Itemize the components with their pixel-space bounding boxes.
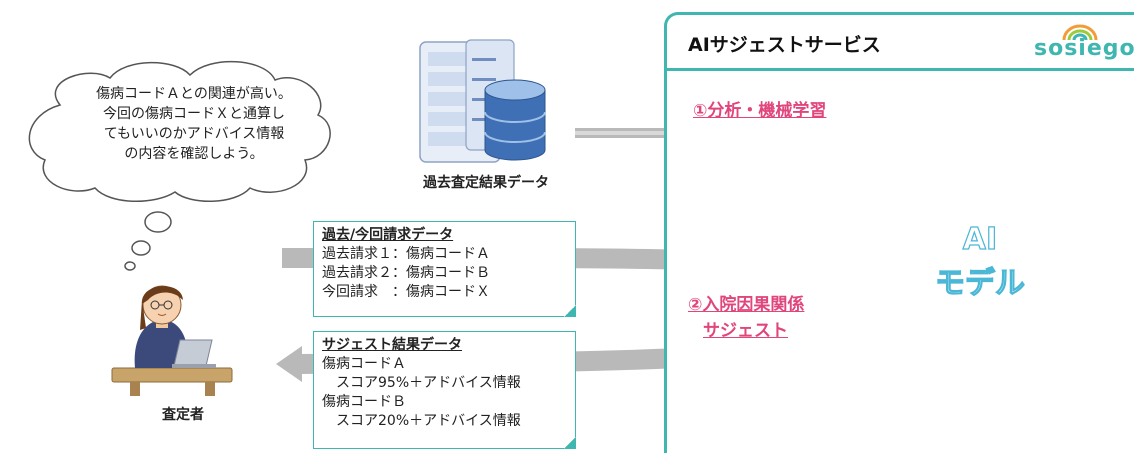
ai-service-header bbox=[667, 15, 1134, 71]
service-title: AIサジェストサービス bbox=[688, 34, 881, 56]
note-fold-icon bbox=[564, 305, 576, 317]
person-laptop-icon bbox=[111, 285, 233, 396]
left-arrow-icon bbox=[276, 346, 302, 382]
person-label: 査定者 bbox=[162, 407, 204, 423]
sosiego-logo: sosiego bbox=[1034, 36, 1134, 61]
server-database-icon bbox=[419, 39, 546, 163]
result-note-line: 傷病コードＡ bbox=[322, 356, 406, 372]
thought-line: の内容を確認しよう。 bbox=[124, 146, 264, 162]
thought-bubble-icon bbox=[28, 60, 331, 271]
database-label: 過去査定結果データ bbox=[423, 175, 549, 191]
result-note-line: 傷病コードＢ bbox=[322, 394, 406, 410]
ai-model-label-ai: AI bbox=[962, 221, 998, 257]
thought-line: てもいいのかアドバイス情報 bbox=[103, 126, 285, 142]
request-note-title: 過去/今回請求データ bbox=[322, 227, 454, 243]
result-note-line: スコア95%＋アドバイス情報 bbox=[322, 375, 521, 391]
step2-label-line1: ②入院因果関係 bbox=[688, 295, 805, 315]
step2-label-line2: サジェスト bbox=[703, 321, 788, 341]
thought-text: 傷病コードＡとの関連が高い。 今回の傷病コードＸと通算し てもいいのかアドバイス… bbox=[78, 84, 310, 164]
result-note-title: サジェスト結果データ bbox=[322, 337, 462, 353]
request-data-note: 過去/今回請求データ 過去請求１：傷病コードＡ 過去請求２：傷病コードＢ 今回請… bbox=[313, 221, 576, 317]
request-note-line: 過去請求１：傷病コードＡ bbox=[322, 246, 490, 262]
request-note-line: 過去請求２：傷病コードＢ bbox=[322, 265, 490, 281]
ai-model-label-model: モデル bbox=[934, 265, 1025, 301]
request-note-line: 今回請求 ：傷病コードＸ bbox=[322, 284, 490, 300]
result-note-line: スコア20%＋アドバイス情報 bbox=[322, 413, 521, 429]
result-data-note: サジェスト結果データ 傷病コードＡ スコア95%＋アドバイス情報 傷病コードＢ … bbox=[313, 331, 576, 449]
ai-service-panel bbox=[664, 12, 1134, 453]
thought-line: 傷病コードＡとの関連が高い。 bbox=[96, 86, 292, 102]
thought-line: 今回の傷病コードＸと通算し bbox=[103, 106, 285, 122]
step1-label: ①分析・機械学習 bbox=[693, 101, 827, 121]
rainbow-logo-icon bbox=[1062, 24, 1098, 41]
note-fold-icon bbox=[564, 437, 576, 449]
